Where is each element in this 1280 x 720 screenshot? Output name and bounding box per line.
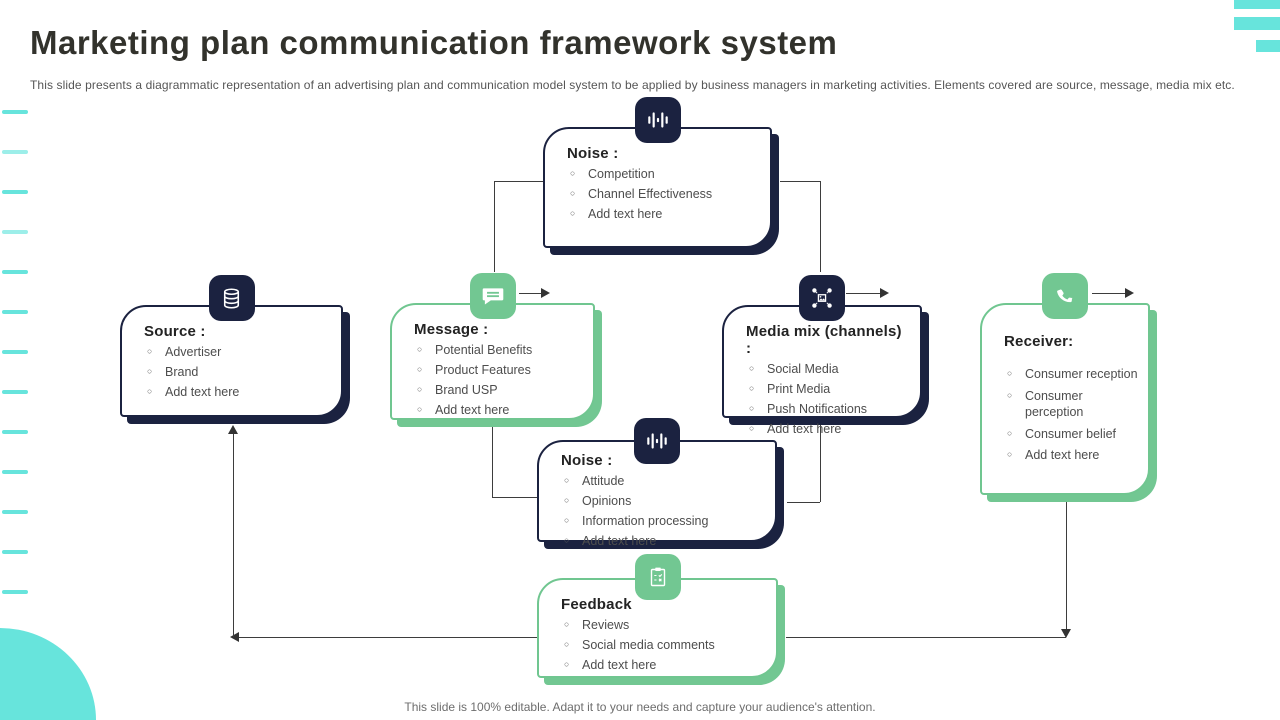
list-item: Social Media (746, 361, 910, 378)
arrowhead (228, 425, 238, 434)
list-item: Attitude (561, 473, 765, 490)
list-item: Add text here (144, 384, 331, 401)
page-subtitle: This slide presents a diagrammatic repre… (30, 78, 1235, 92)
list-item: Information processing (561, 513, 765, 530)
clipboard-icon (634, 554, 681, 600)
list-item: Print Media (746, 381, 910, 398)
arrowhead (541, 288, 550, 298)
list-item: Potential Benefits (414, 342, 583, 359)
phone-icon (1042, 273, 1088, 319)
left-dash (2, 390, 28, 394)
chat-bubble-icon (469, 273, 516, 319)
left-dash (2, 590, 28, 594)
list-item: Add text here (561, 657, 766, 674)
node-list: AdvertiserBrandAdd text here (144, 344, 331, 401)
connector-line (494, 181, 543, 182)
node-list: ReviewsSocial media commentsAdd text her… (561, 617, 766, 674)
list-item: Add text here (1004, 447, 1138, 464)
page-title: Marketing plan communication framework s… (30, 24, 838, 61)
list-item: Channel Effectiveness (567, 186, 760, 203)
connector-line (820, 418, 821, 502)
left-dash (2, 510, 28, 514)
left-dash (2, 470, 28, 474)
slide-footer: This slide is 100% editable. Adapt it to… (404, 700, 876, 714)
connector-line (1066, 495, 1067, 630)
list-item: Product Features (414, 362, 583, 379)
list-item: Brand USP (414, 382, 583, 399)
left-dash (2, 550, 28, 554)
node-list: Potential BenefitsProduct FeaturesBrand … (414, 342, 583, 419)
node-title: Feedback (561, 596, 632, 613)
connector-line (846, 293, 880, 294)
top-right-bar (1256, 40, 1280, 52)
node-title: Receiver: (1004, 333, 1074, 350)
left-dash (2, 110, 28, 114)
connector-line (820, 181, 821, 272)
connector-line (786, 637, 1066, 638)
list-item: Add text here (746, 421, 910, 438)
arrowhead (880, 288, 889, 298)
node-title: Message : (414, 321, 489, 338)
node-receiver: Receiver: Consumer receptionConsumer per… (980, 273, 1150, 495)
list-item: Add text here (561, 533, 765, 550)
audio-wave-icon (634, 97, 681, 143)
list-item: Competition (567, 166, 760, 183)
node-noise-top: Noise : CompetitionChannel Effectiveness… (543, 97, 772, 248)
node-title: Noise : (561, 452, 613, 469)
list-item: Consumer belief (1004, 426, 1138, 443)
list-item: Brand (144, 364, 331, 381)
connector-line (1092, 293, 1125, 294)
node-list: Consumer receptionConsumer perceptionCon… (1004, 366, 1138, 464)
list-item: Add text here (567, 206, 760, 223)
connector-line (780, 181, 821, 182)
node-title: Media mix (channels) : (746, 323, 902, 357)
left-dash (2, 430, 28, 434)
node-source: Source : AdvertiserBrandAdd text here (120, 275, 343, 417)
connector-line (519, 293, 541, 294)
node-title: Noise : (567, 145, 619, 162)
node-media-mix: Media mix (channels) : Social MediaPrint… (722, 275, 922, 436)
node-feedback: Feedback ReviewsSocial media commentsAdd… (537, 554, 778, 678)
list-item: Opinions (561, 493, 765, 510)
list-item: Consumer reception (1004, 366, 1138, 383)
top-right-bar (1234, 0, 1280, 9)
node-noise-bottom: Noise : AttitudeOpinionsInformation proc… (537, 418, 777, 548)
node-title: Source : (144, 323, 206, 340)
connector-line (492, 420, 493, 497)
arrowhead (1125, 288, 1134, 298)
left-dash (2, 310, 28, 314)
database-icon (208, 275, 255, 321)
node-message: Message : Potential BenefitsProduct Feat… (390, 273, 595, 420)
left-dash (2, 190, 28, 194)
left-dash (2, 230, 28, 234)
arrowhead (230, 632, 239, 642)
connector-line (492, 497, 537, 498)
list-item: Consumer perception (1004, 388, 1138, 421)
media-share-icon (799, 275, 845, 321)
node-list: CompetitionChannel EffectivenessAdd text… (567, 166, 760, 223)
left-dash (2, 270, 28, 274)
connector-line (787, 502, 820, 503)
list-item: Advertiser (144, 344, 331, 361)
list-item: Add text here (414, 402, 583, 419)
audio-wave-icon (634, 418, 680, 464)
list-item: Social media comments (561, 637, 766, 654)
arrowhead (1061, 629, 1071, 638)
top-right-bar (1234, 17, 1280, 30)
node-list: AttitudeOpinionsInformation processingAd… (561, 473, 765, 550)
node-list: Social MediaPrint MediaPush Notification… (746, 361, 910, 438)
left-dash (2, 150, 28, 154)
connector-line (494, 181, 495, 272)
list-item: Push Notifications (746, 401, 910, 418)
left-dash (2, 350, 28, 354)
list-item: Reviews (561, 617, 766, 634)
connector-line (239, 637, 537, 638)
connector-line (233, 434, 234, 637)
